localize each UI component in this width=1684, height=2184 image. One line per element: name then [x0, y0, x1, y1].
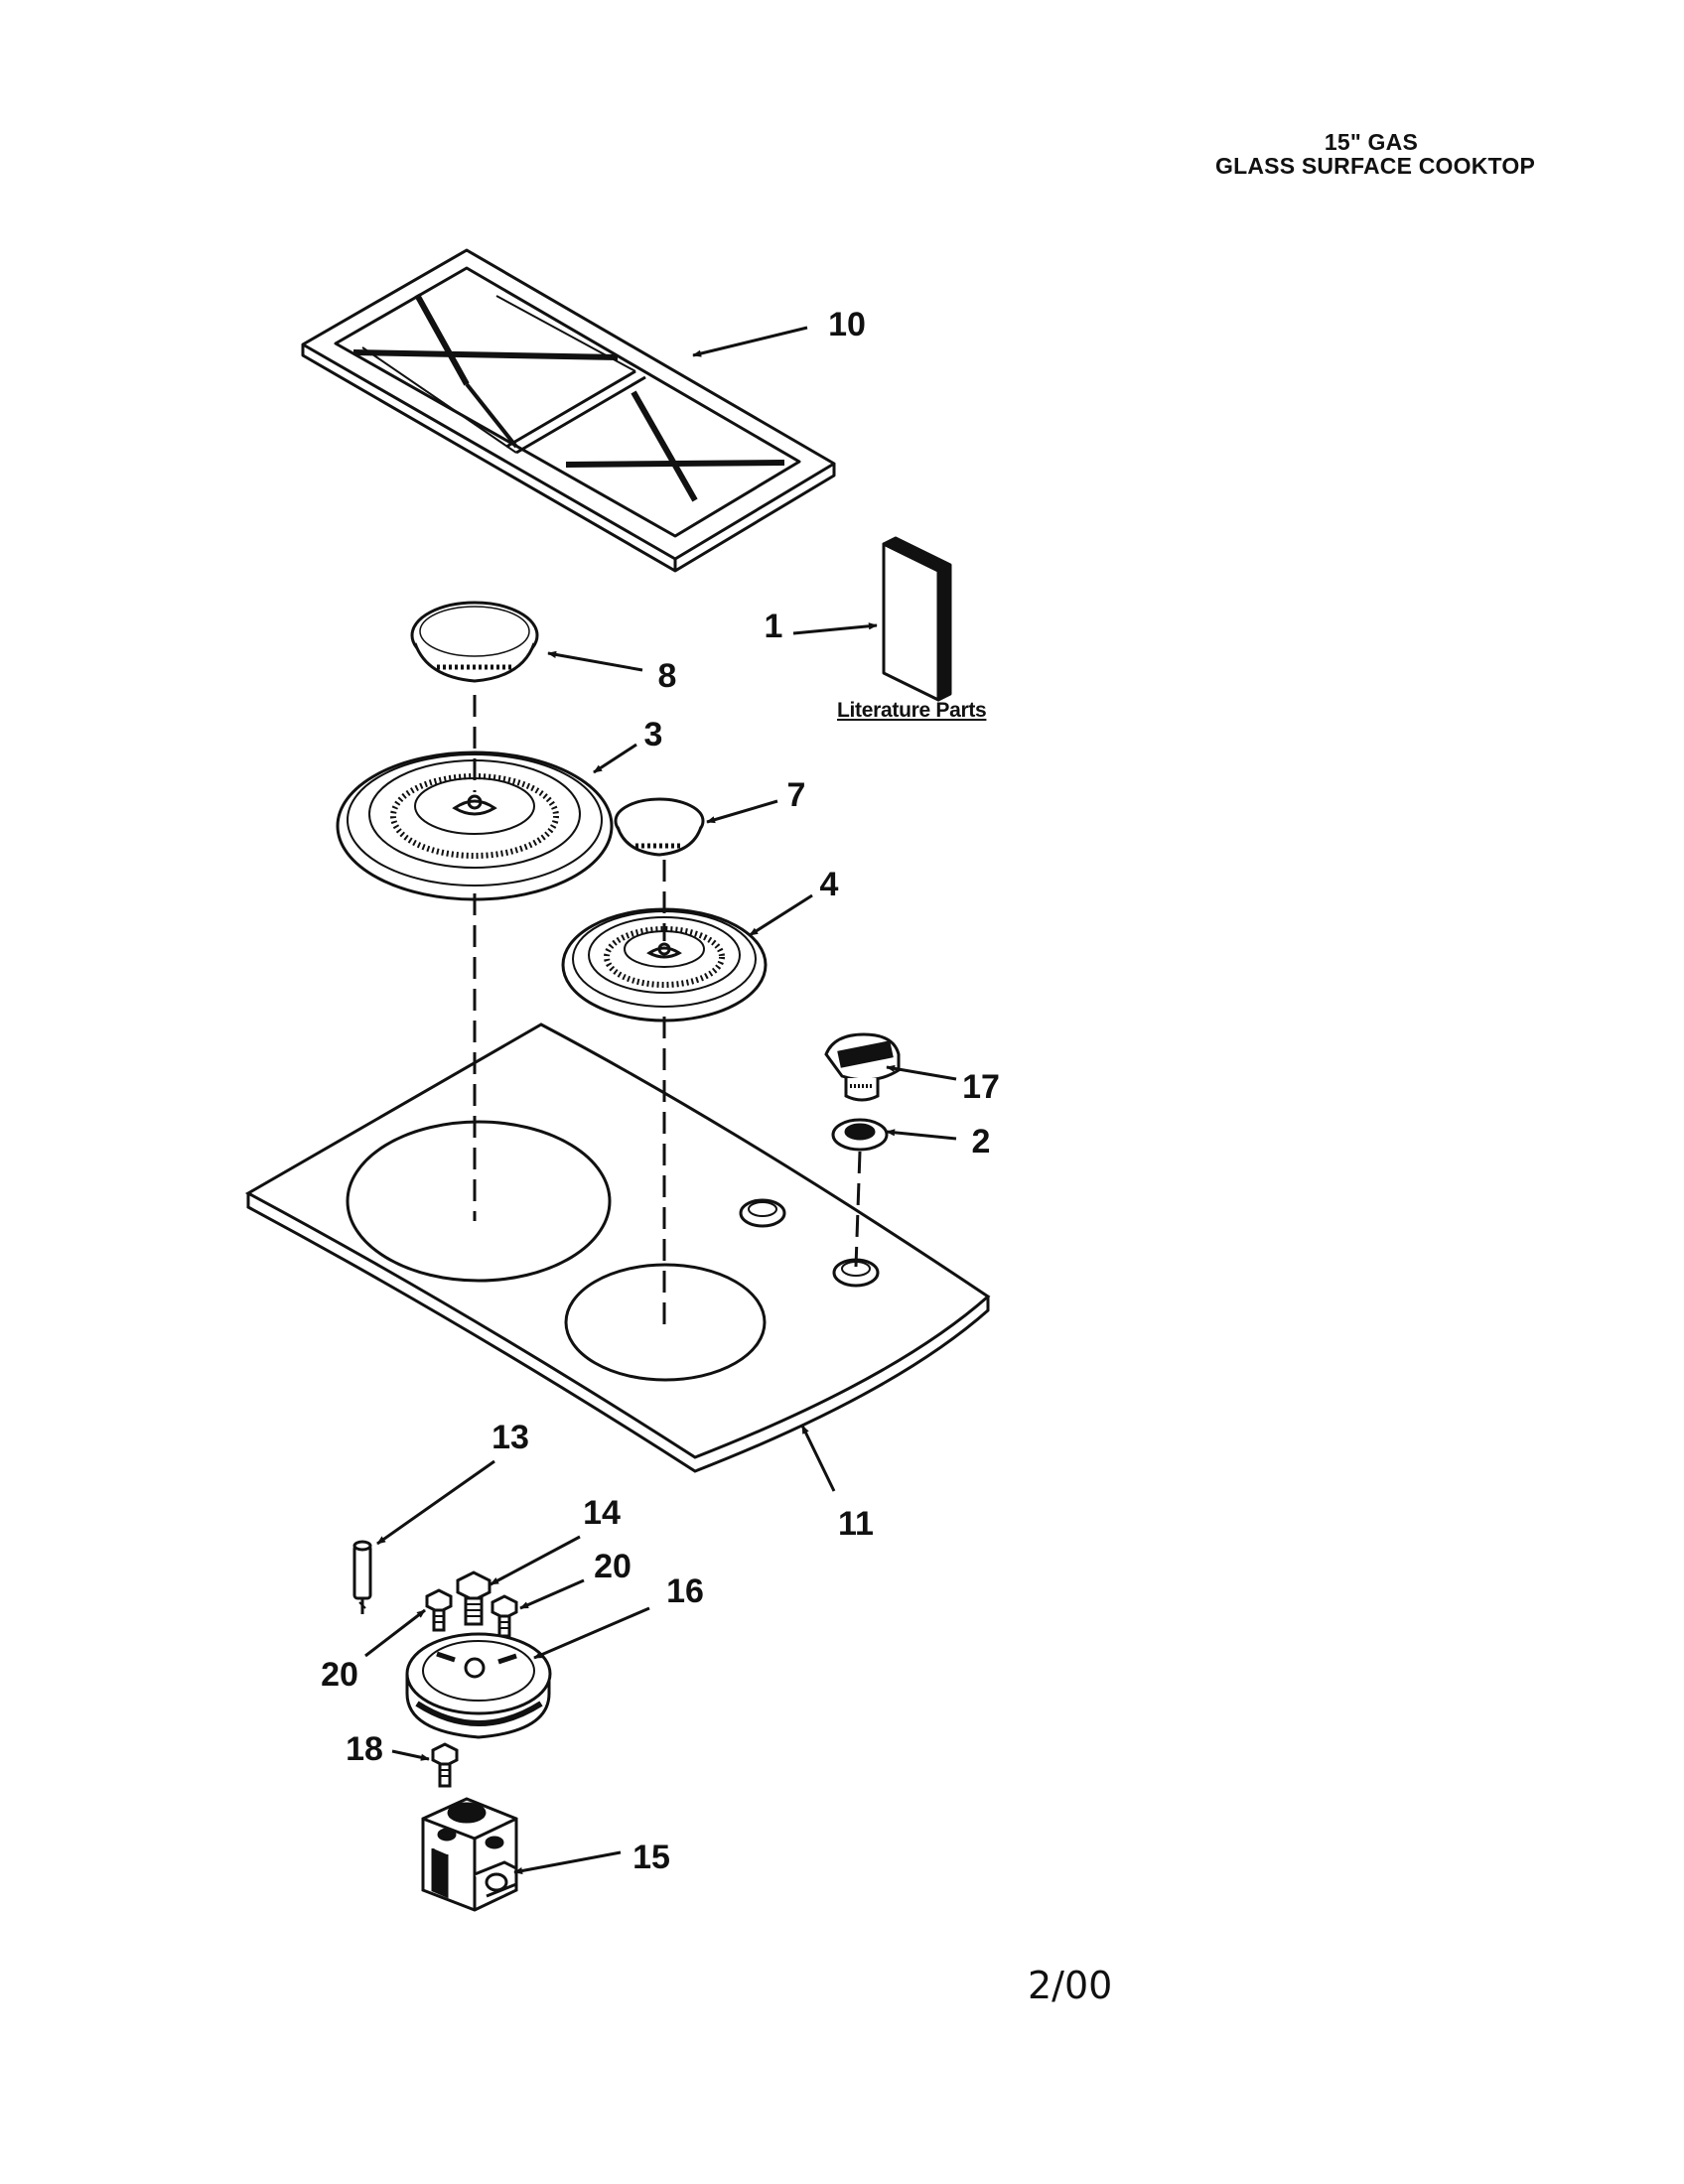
callout-20-left: 20: [321, 1656, 358, 1694]
callout-13: 13: [491, 1419, 529, 1456]
callout-16: 16: [666, 1572, 704, 1610]
literature-booklet-part: [882, 536, 952, 702]
literature-parts-label: Literature Parts: [837, 699, 987, 722]
knob-part: [824, 1032, 901, 1102]
callout-10: 10: [828, 306, 866, 343]
electrode-part: [352, 1540, 372, 1614]
callout-4: 4: [819, 866, 839, 903]
callout-14: 14: [583, 1494, 621, 1532]
callout-3: 3: [643, 716, 663, 753]
callout-15: 15: [632, 1839, 670, 1876]
assembly-centerlines: [473, 695, 862, 1326]
revision-date: 2/00: [1028, 1964, 1113, 2007]
callout-11: 11: [838, 1505, 874, 1543]
callout-leaders: [364, 326, 957, 1875]
screw-20-left-part: [425, 1588, 453, 1632]
orifice-part: [456, 1570, 491, 1626]
screw-18-part: [431, 1742, 459, 1788]
grate-part: [301, 248, 836, 573]
callout-8: 8: [657, 657, 677, 695]
screw-20-right-part: [491, 1594, 518, 1638]
burner-cap-7-part: [614, 797, 705, 857]
glass-cooktop-part: [244, 1023, 991, 1473]
header-line-2: GLASS SURFACE COOKTOP: [1215, 153, 1535, 179]
valve-part: [421, 1797, 518, 1912]
callout-20-right: 20: [594, 1548, 632, 1585]
burner-cap-8-part: [410, 601, 539, 683]
burner-base-3-part: [336, 751, 614, 901]
burner-base-16-part: [405, 1632, 552, 1739]
callout-2: 2: [971, 1123, 991, 1160]
callout-17: 17: [962, 1068, 1000, 1106]
callout-7: 7: [786, 776, 806, 814]
callout-1: 1: [764, 608, 783, 645]
bezel-ring-part: [831, 1118, 889, 1152]
callout-18: 18: [346, 1730, 383, 1768]
header-line-1: 15" GAS: [1324, 129, 1418, 155]
